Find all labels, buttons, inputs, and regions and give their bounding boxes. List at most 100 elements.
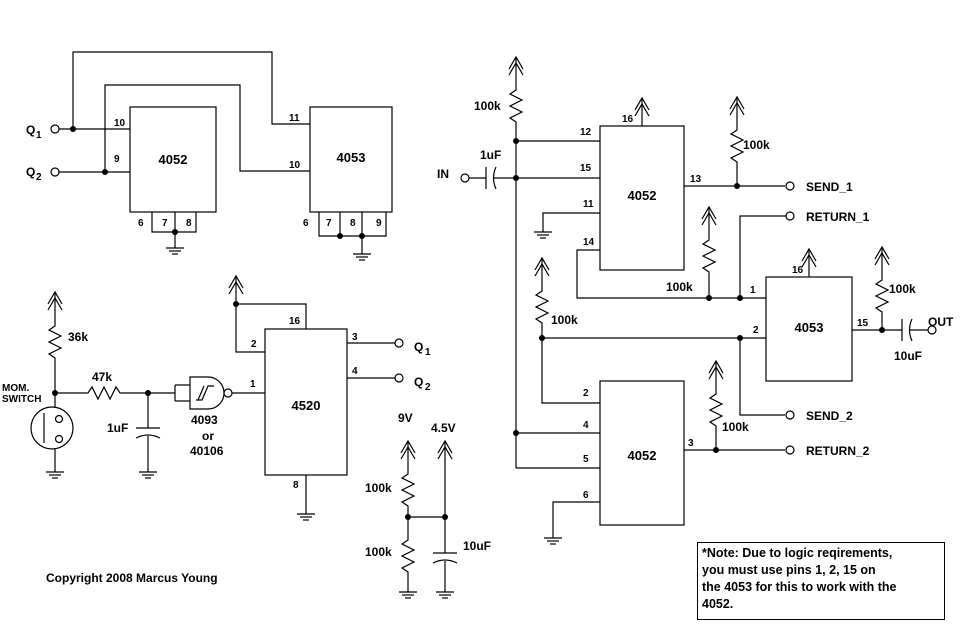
out-jack	[927, 325, 937, 335]
ic-label: 4053	[795, 320, 824, 335]
q2-terminal	[50, 167, 60, 177]
svg-text:9: 9	[376, 218, 382, 229]
svg-text:16: 16	[792, 265, 804, 276]
svg-text:2: 2	[425, 382, 431, 393]
schmitt-gate	[189, 376, 225, 410]
svg-text:4: 4	[583, 420, 589, 431]
svg-text:SWITCH: SWITCH	[2, 394, 41, 405]
svg-text:4.5V: 4.5V	[431, 421, 456, 435]
momentary-switch	[30, 406, 74, 450]
svg-text:15: 15	[857, 318, 869, 329]
svg-text:10: 10	[289, 160, 301, 171]
out-label: OUT	[928, 315, 954, 329]
svg-text:8: 8	[186, 218, 192, 229]
return2-label: RETURN_2	[806, 444, 870, 458]
svg-text:6: 6	[583, 490, 589, 501]
svg-text:1uF: 1uF	[480, 148, 501, 162]
svg-text:16: 16	[622, 114, 634, 125]
note-line: you must use pins 1, 2, 15 on	[702, 563, 876, 577]
svg-text:16: 16	[289, 316, 301, 327]
ic-label: 4520	[292, 398, 321, 413]
ic-label: 4052	[628, 448, 657, 463]
svg-text:100k: 100k	[743, 138, 770, 152]
svg-text:1: 1	[250, 379, 256, 390]
return2-jack	[785, 445, 795, 455]
svg-text:10: 10	[114, 118, 126, 129]
ic-4052-lower	[599, 380, 685, 526]
svg-text:1: 1	[425, 347, 431, 358]
svg-text:47k: 47k	[92, 370, 112, 384]
note-line: *Note: Due to logic reqirements,	[702, 546, 893, 560]
ic-4053-right	[765, 276, 853, 382]
return1-jack	[785, 211, 795, 221]
svg-text:100k: 100k	[365, 481, 392, 495]
svg-text:1: 1	[750, 285, 756, 296]
svg-text:9V: 9V	[398, 411, 413, 425]
svg-text:100k: 100k	[474, 99, 501, 113]
svg-text:3: 3	[352, 332, 358, 343]
svg-text:1: 1	[36, 130, 42, 141]
bias-divider: 9V 4.5V 100k 100k 10uF	[365, 411, 491, 599]
svg-text:36k: 36k	[68, 330, 88, 344]
svg-text:14: 14	[583, 237, 595, 248]
note-line: the 4053 for this to work with the	[702, 580, 897, 594]
q1-label: Q	[26, 123, 35, 137]
svg-text:100k: 100k	[722, 420, 749, 434]
ic-4052-top-left	[129, 106, 217, 213]
svg-text:9: 9	[114, 154, 120, 165]
return1-label: RETURN_1	[806, 210, 870, 224]
top-left-section: 4052 4053 Q 1 Q 2 10 9 11 10 6 7 8 6 7 8…	[26, 51, 393, 261]
mom-switch-label: MOM.	[2, 383, 29, 394]
svg-text:15: 15	[580, 163, 592, 174]
ic-4052-upper	[599, 125, 685, 271]
svg-text:11: 11	[289, 113, 300, 124]
note-box: *Note: Due to logic reqirements, you mus…	[697, 542, 945, 620]
in-label: IN	[437, 167, 449, 181]
send1-jack	[785, 181, 795, 191]
q1-terminal	[50, 124, 60, 134]
svg-text:8: 8	[350, 218, 356, 229]
send1-label: SEND_1	[806, 180, 853, 194]
svg-text:4093: 4093	[191, 413, 218, 427]
svg-text:8: 8	[293, 480, 299, 491]
ic-label: 4052	[628, 188, 657, 203]
ic-label: 4053	[337, 150, 366, 165]
ic-4053-top	[309, 106, 393, 213]
routing-section: IN 1uF 100k 4052 16 12 15 11 14 13 100k	[437, 56, 954, 545]
send2-label: SEND_2	[806, 409, 853, 423]
in-jack	[460, 173, 470, 183]
svg-text:100k: 100k	[889, 282, 916, 296]
svg-text:6: 6	[303, 218, 309, 229]
ic-4520	[264, 328, 348, 476]
svg-text:Q: Q	[414, 340, 423, 354]
svg-text:or: or	[202, 429, 214, 443]
svg-text:40106: 40106	[190, 444, 224, 458]
svg-text:100k: 100k	[666, 280, 693, 294]
svg-text:1uF: 1uF	[107, 421, 128, 435]
svg-text:3: 3	[688, 438, 694, 449]
copyright: Copyright 2008 Marcus Young	[46, 571, 218, 585]
svg-text:2: 2	[753, 325, 759, 336]
svg-text:7: 7	[326, 218, 332, 229]
svg-text:7: 7	[162, 218, 168, 229]
ic-label: 4052	[159, 152, 188, 167]
svg-text:10uF: 10uF	[894, 349, 922, 363]
counter-section: 36k MOM. SWITCH 47k 1uF 1 4093 or	[2, 275, 431, 521]
svg-text:100k: 100k	[365, 545, 392, 559]
svg-text:4: 4	[352, 366, 358, 377]
svg-text:2: 2	[251, 339, 257, 350]
note-line: 4052.	[702, 597, 734, 611]
svg-text:2: 2	[36, 172, 42, 183]
svg-text:100k: 100k	[551, 313, 578, 327]
q2-label: Q	[26, 165, 35, 179]
svg-text:Q: Q	[414, 375, 423, 389]
svg-text:6: 6	[138, 218, 144, 229]
svg-text:11: 11	[583, 199, 594, 210]
send2-jack	[785, 410, 795, 420]
svg-text:5: 5	[583, 454, 589, 465]
svg-text:12: 12	[580, 127, 592, 138]
svg-text:2: 2	[583, 388, 589, 399]
svg-text:10uF: 10uF	[463, 539, 491, 553]
svg-text:13: 13	[690, 174, 702, 185]
